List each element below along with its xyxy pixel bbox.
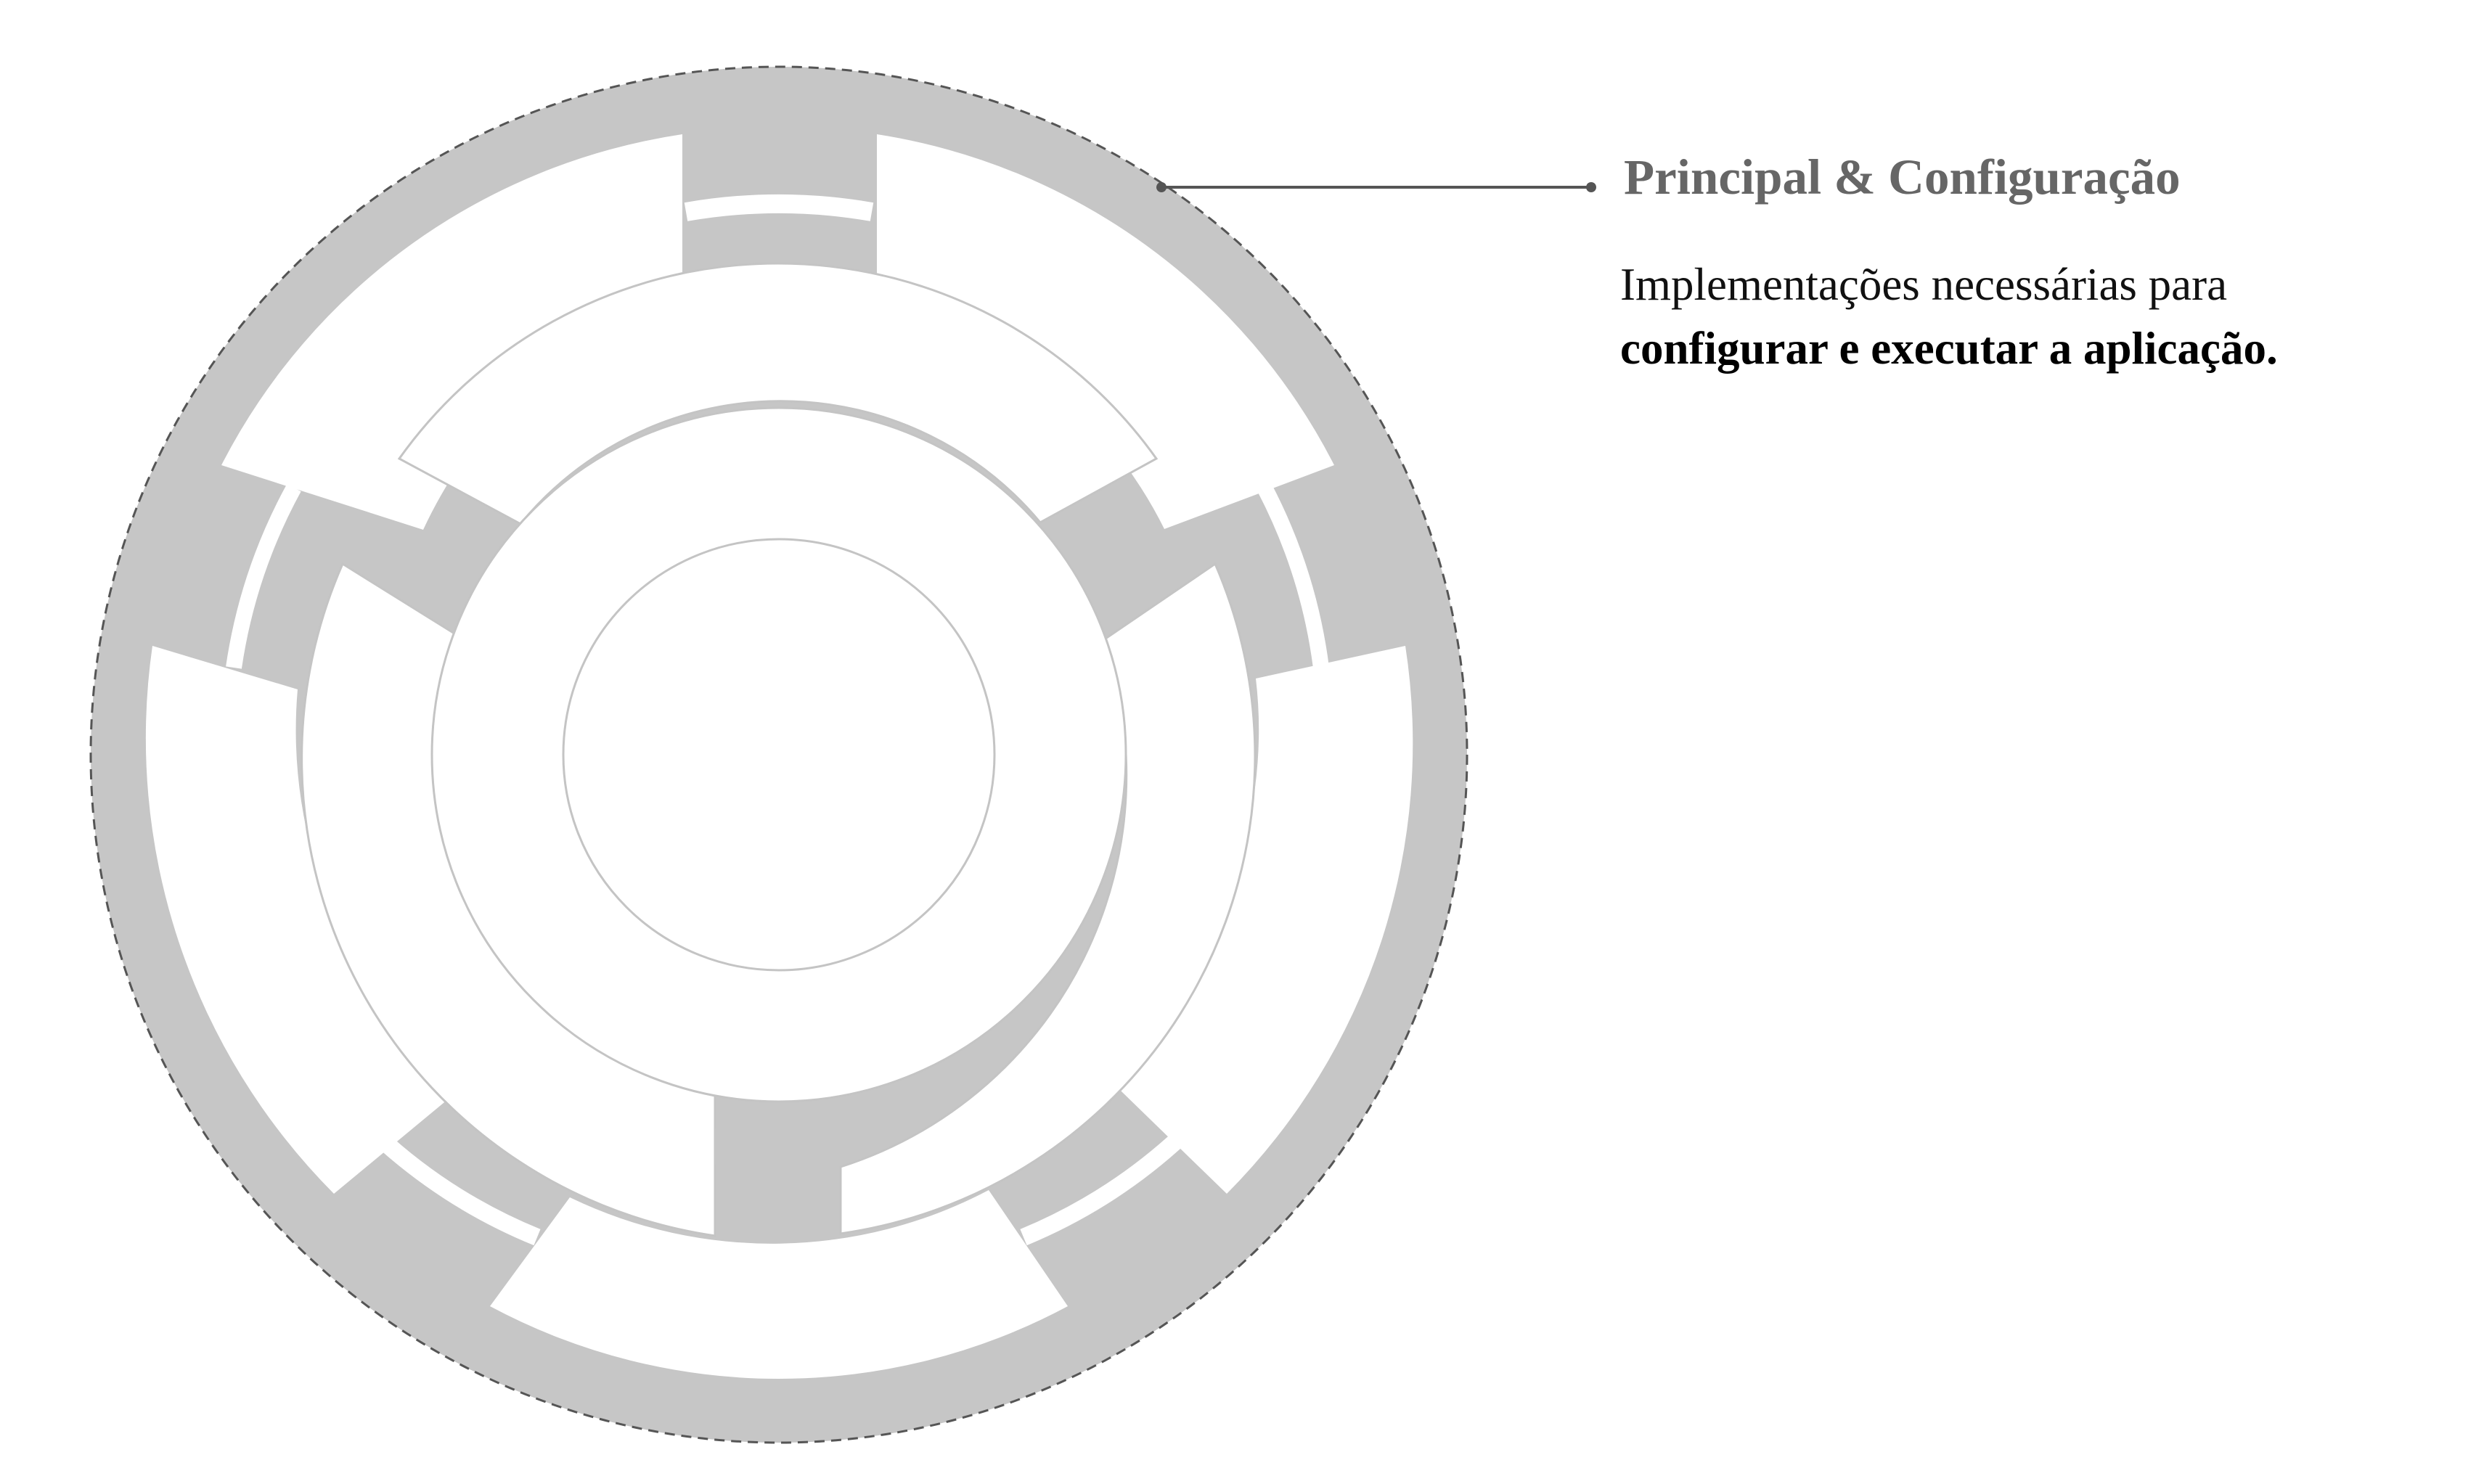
outer-segment-bottom [490,1190,1068,1380]
middle-segment-top [397,262,1159,525]
connector-channel-bottom-right [1020,1129,1188,1246]
layer-description-line1: Implementações necessárias para [1620,259,2228,310]
callout-anchor-dot [1156,182,1167,192]
callout-end-dot [1586,182,1596,192]
connector-channel-top [684,194,874,221]
connector-channel-bottom-left [371,1129,541,1246]
layer-title: Principal & Configuração [1624,149,2181,205]
core-circle [562,538,996,972]
middle-connector-bottom [715,1128,841,1170]
layer-description: Implementações necessárias para configur… [1620,253,2278,380]
outer-segment-top-right [877,134,1334,529]
outer-segment-left [145,646,461,1194]
middle-segment-right [839,562,1257,1235]
outer-segment-top-left [221,134,682,530]
layer-description-line2: configurar e executar a aplicação. [1620,323,2278,374]
connector-channel-left [226,483,301,669]
outer-segment-right [1098,646,1413,1194]
connector-channel-right [1257,483,1329,669]
